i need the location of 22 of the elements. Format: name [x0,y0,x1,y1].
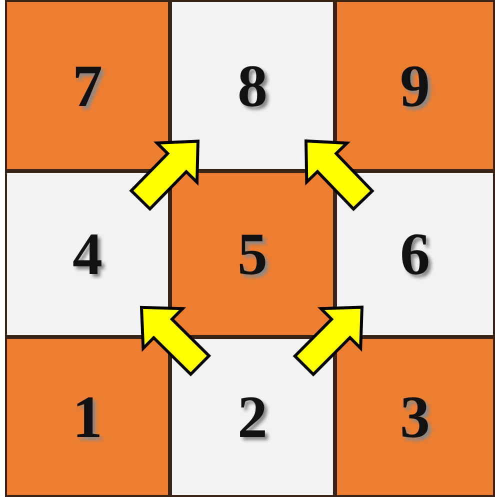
cell-number: 6 [400,224,430,284]
grid-cell [335,337,495,497]
grid-cell [335,0,495,171]
grid-cell [170,337,335,497]
cell-number: 3 [400,387,430,447]
cell-number: 5 [238,224,268,284]
grid-cell [5,171,170,337]
cell-number: 9 [400,56,430,116]
arrow [292,306,364,377]
grid-cell [170,171,335,337]
cell-number: 4 [72,224,102,284]
arrow [140,306,212,376]
grid-cell [5,0,170,171]
grid-cell [5,337,170,497]
cell-number: 8 [238,56,268,116]
grid-cell [335,171,495,337]
grid-cell [170,0,335,171]
cell-number: 1 [72,387,102,447]
arrow [129,140,200,212]
arrow [304,139,374,212]
cell-number: 2 [238,387,268,447]
cell-number: 7 [72,56,102,116]
